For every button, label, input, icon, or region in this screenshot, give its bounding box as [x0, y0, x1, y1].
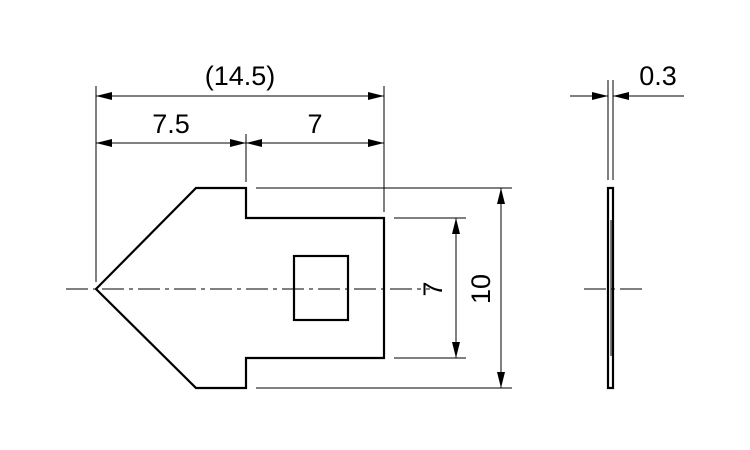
dimension-thickness: 0.3	[570, 61, 684, 100]
slot-height-label: 7	[418, 281, 448, 296]
side-view-outline	[606, 186, 615, 390]
thickness-label: 0.3	[639, 61, 677, 91]
dimension-slot-height: 7	[418, 218, 460, 358]
tab-length-label: 7	[307, 109, 322, 139]
dimension-total-height: 10	[466, 188, 505, 388]
part-outline	[94, 186, 386, 390]
dimension-point-length: 7.5	[96, 109, 246, 147]
extension-lines	[95, 86, 512, 389]
dimension-overall-length: (14.5)	[96, 61, 384, 100]
square-hole	[292, 254, 350, 322]
overall-length-label: (14.5)	[205, 61, 276, 91]
dimension-tab-length: 7	[246, 109, 384, 147]
point-length-label: 7.5	[152, 109, 190, 139]
total-height-label: 10	[466, 274, 496, 304]
side-view	[584, 80, 642, 390]
